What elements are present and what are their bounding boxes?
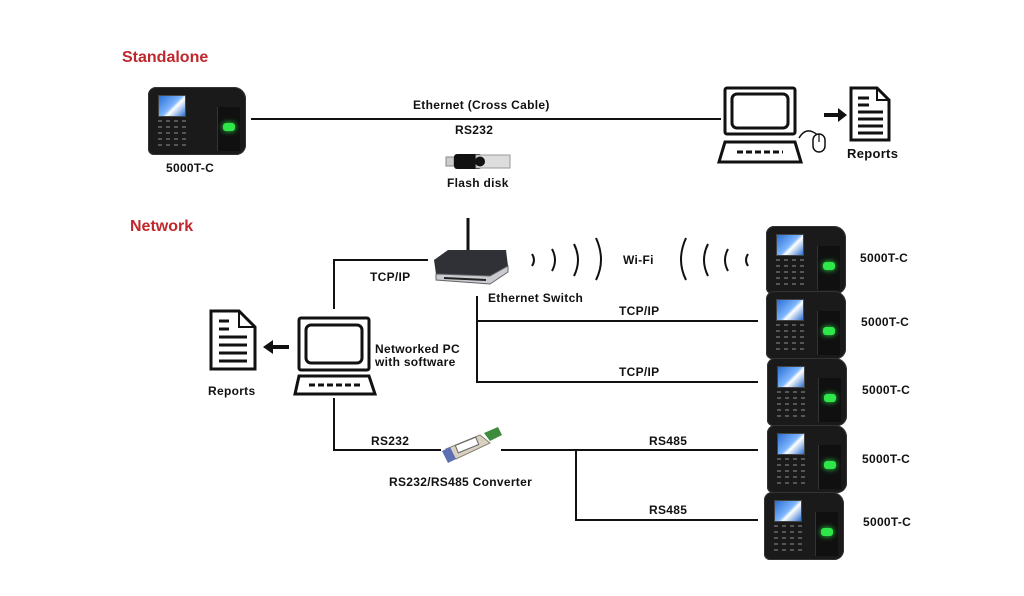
network-device-3-label: 5000T-C xyxy=(862,383,911,397)
network-device-3 xyxy=(767,358,847,426)
device-link-label-tcpip-2: TCP/IP xyxy=(619,365,660,379)
standalone-pc-icon xyxy=(716,86,804,164)
network-device-4 xyxy=(767,425,847,493)
networked-pc-icon xyxy=(293,316,378,396)
standalone-heading: Standalone xyxy=(122,49,209,66)
fingerprint-sensor-icon xyxy=(818,378,841,422)
fingerprint-sensor-icon xyxy=(815,512,838,556)
pc-converter-link-label: RS232 xyxy=(371,434,410,448)
converter-label: RS232/RS485 Converter xyxy=(389,475,533,489)
network-device-2-label: 5000T-C xyxy=(861,315,910,329)
rs232-rs485-converter-icon xyxy=(442,427,502,463)
networked-pc-label-line2: with software xyxy=(375,355,456,369)
device-link-label-rs485-1: RS485 xyxy=(649,434,688,448)
standalone-reports-label: Reports xyxy=(847,146,899,161)
standalone-link-rs232-label: RS232 xyxy=(455,123,494,137)
networked-pc-label-line1: Networked PC xyxy=(375,342,460,356)
network-device-2 xyxy=(766,291,846,359)
network-device-1-label: 5000T-C xyxy=(860,251,909,265)
switch-trunk-line xyxy=(476,296,478,382)
network-device-4-label: 5000T-C xyxy=(862,452,911,466)
pc-switch-vertical-line xyxy=(333,259,335,309)
ethernet-switch-label: Ethernet Switch xyxy=(488,291,584,305)
standalone-reports-icon xyxy=(849,86,891,142)
standalone-device-5000t-c xyxy=(148,87,246,155)
fingerprint-sensor-icon xyxy=(217,107,240,151)
network-device-5 xyxy=(764,492,844,560)
fingerprint-sensor-icon xyxy=(818,445,841,489)
flash-disk-label: Flash disk xyxy=(447,176,509,190)
arrow-left-icon xyxy=(263,340,289,354)
fingerprint-sensor-icon xyxy=(817,246,840,290)
device-screen xyxy=(158,95,186,117)
pc-converter-horizontal-line xyxy=(333,449,441,451)
pc-switch-horizontal-line xyxy=(333,259,428,261)
device-4-link-line xyxy=(501,449,758,451)
network-device-5-label: 5000T-C xyxy=(863,515,912,529)
ethernet-switch-icon xyxy=(434,218,509,285)
standalone-device-label: 5000T-C xyxy=(166,161,215,175)
network-reports-label: Reports xyxy=(208,384,256,398)
device-link-label-tcpip-1: TCP/IP xyxy=(619,304,660,318)
device-keypad xyxy=(158,120,188,146)
device-link-label-rs485-2: RS485 xyxy=(649,503,688,517)
network-device-1 xyxy=(766,226,846,294)
flash-disk-icon xyxy=(445,154,511,169)
wifi-waves-in-icon xyxy=(680,237,749,281)
device-2-link-line xyxy=(476,320,758,322)
pc-converter-vertical-line xyxy=(333,398,335,450)
fingerprint-sensor-icon xyxy=(817,311,840,355)
pc-switch-link-label: TCP/IP xyxy=(370,270,411,284)
device-link-label-wifi: Wi-Fi xyxy=(623,253,654,267)
rs485-branch-line xyxy=(575,449,577,520)
arrow-right-icon xyxy=(824,108,847,122)
mouse-icon xyxy=(798,130,826,153)
network-heading: Network xyxy=(130,218,194,235)
device-3-link-line xyxy=(476,381,758,383)
standalone-link-line xyxy=(251,118,721,120)
device-5-link-line xyxy=(575,519,758,521)
network-reports-icon xyxy=(209,309,257,371)
standalone-link-ethernet-label: Ethernet (Cross Cable) xyxy=(413,98,550,112)
wifi-waves-out-icon xyxy=(531,237,602,281)
